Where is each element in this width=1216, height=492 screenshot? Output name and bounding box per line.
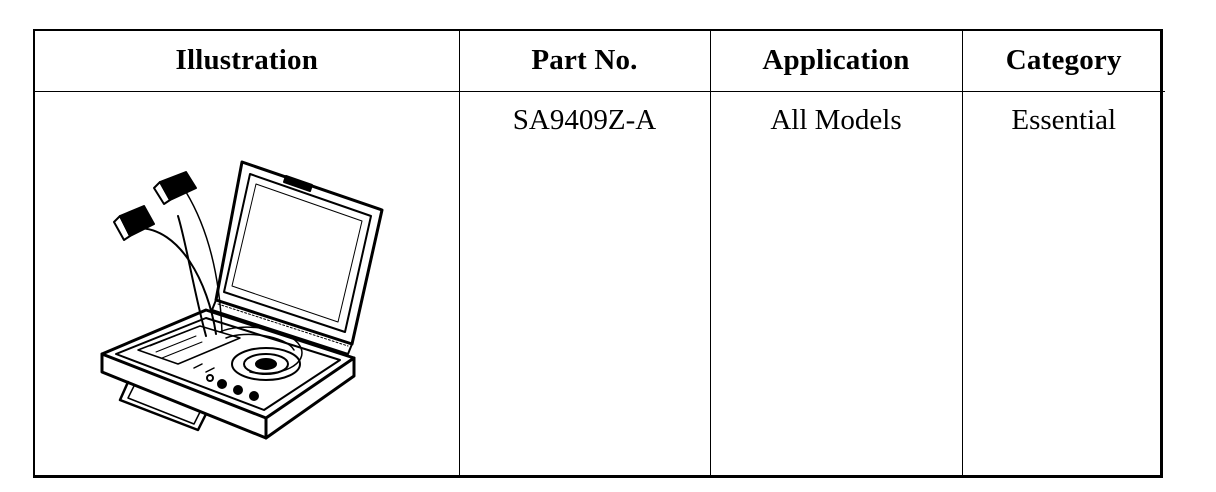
header-illustration: Illustration bbox=[35, 31, 460, 92]
application-value: All Models bbox=[770, 103, 902, 136]
parts-table: Illustration Part No. Application Catego… bbox=[35, 31, 1165, 475]
table-header-row: Illustration Part No. Application Catego… bbox=[35, 31, 1165, 92]
part-no-value: SA9409Z-A bbox=[512, 103, 657, 136]
header-part-no: Part No. bbox=[458, 31, 711, 92]
header-category: Category bbox=[961, 31, 1165, 92]
tester-case-illustration-icon bbox=[100, 160, 384, 439]
cell-illustration bbox=[35, 90, 460, 475]
category-value: Essential bbox=[1011, 103, 1117, 136]
cell-category: Essential bbox=[961, 90, 1165, 475]
parts-table-frame: Illustration Part No. Application Catego… bbox=[33, 29, 1165, 478]
cell-part-no: SA9409Z-A bbox=[458, 90, 711, 475]
table-row: SA9409Z-A All Models Essential bbox=[35, 90, 1165, 475]
cell-application: All Models bbox=[709, 90, 963, 475]
header-application: Application bbox=[709, 31, 963, 92]
